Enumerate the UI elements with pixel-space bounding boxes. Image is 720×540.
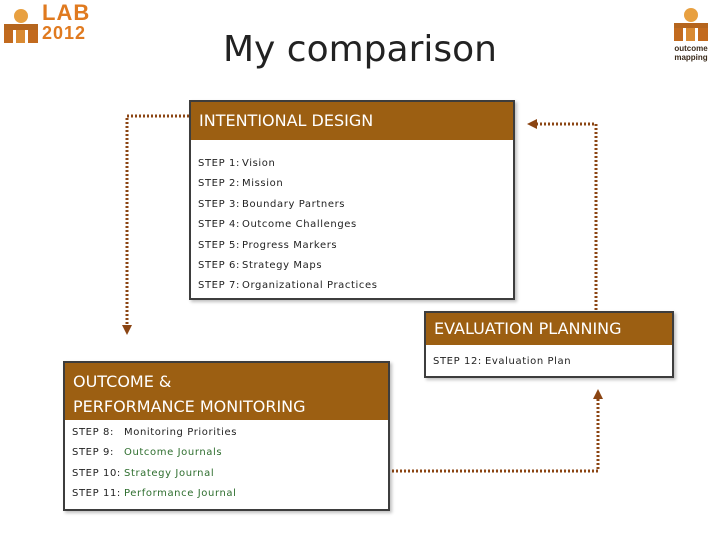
page-title: My comparison [222, 29, 497, 70]
outcome-mapping-logo: outcome mapping [668, 6, 714, 66]
step-number: STEP 4: [198, 219, 240, 230]
arrow-design-to-monitoring [122, 114, 189, 335]
monitoring-title-line-2: PERFORMANCE MONITORING [73, 397, 306, 416]
step-number: STEP 7: [198, 280, 240, 291]
step-name: Progress Markers [242, 240, 338, 251]
step-name: Boundary Partners [242, 199, 346, 210]
lab-logo-icon [4, 9, 38, 43]
design-step-2: STEP 2:Mission [198, 178, 283, 189]
logo-lab-text: LAB [42, 0, 91, 25]
monitoring-step-10: STEP 10:Strategy Journal [72, 468, 214, 479]
intentional-design-header: INTENTIONAL DESIGN [191, 102, 513, 140]
arrow-monitoring-to-evaluation [388, 389, 603, 473]
evaluation-planning-box: EVALUATION PLANNING STEP 12:Evaluation P… [424, 311, 674, 378]
design-step-5: STEP 5:Progress Markers [198, 240, 337, 251]
monitoring-header: OUTCOME & PERFORMANCE MONITORING [65, 363, 388, 420]
step-name: Outcome Journals [124, 447, 223, 458]
step-number: STEP 8: [72, 427, 114, 438]
outcome-mapping-logo-icon [674, 8, 708, 41]
design-step-4: STEP 4:Outcome Challenges [198, 219, 356, 230]
design-step-7: STEP 7:Organizational Practices [198, 280, 377, 291]
step-name: Performance Journal [124, 488, 237, 499]
logo-year-text: 2012 [42, 23, 87, 43]
lab-2012-logo: LAB 2012 [2, 2, 102, 46]
design-step-1: STEP 1:Vision [198, 158, 275, 169]
design-step-6: STEP 6:Strategy Maps [198, 260, 322, 271]
step-name: Monitoring Priorities [124, 427, 238, 438]
step-name: Strategy Journal [124, 468, 215, 479]
logo-line-2: mapping [674, 53, 708, 62]
monitoring-box: OUTCOME & PERFORMANCE MONITORING STEP 8:… [63, 361, 390, 511]
logo-line-1: outcome [674, 44, 708, 53]
step-number: STEP 10: [72, 468, 121, 479]
step-number: STEP 2: [198, 178, 240, 189]
monitoring-step-11: STEP 11:Performance Journal [72, 488, 236, 499]
step-number: STEP 11: [72, 488, 121, 499]
step-name: Mission [242, 178, 284, 189]
evaluation-step-12: STEP 12:Evaluation Plan [433, 356, 571, 367]
intentional-design-box: INTENTIONAL DESIGN STEP 1:Vision STEP 2:… [189, 100, 515, 300]
step-name: Outcome Challenges [242, 219, 357, 230]
evaluation-planning-title: EVALUATION PLANNING [434, 319, 622, 338]
monitoring-title-line-1: OUTCOME & [73, 372, 172, 391]
step-number: STEP 5: [198, 240, 240, 251]
arrow-evaluation-to-design [527, 119, 598, 310]
step-name: Evaluation Plan [485, 356, 572, 367]
step-number: STEP 3: [198, 199, 240, 210]
monitoring-step-9: STEP 9: Outcome Journals [72, 447, 222, 458]
step-name: Organizational Practices [242, 280, 378, 291]
step-number: STEP 1: [198, 158, 240, 169]
monitoring-step-8: STEP 8: Monitoring Priorities [72, 427, 236, 438]
step-number: STEP 6: [198, 260, 240, 271]
evaluation-planning-header: EVALUATION PLANNING [426, 313, 672, 345]
logo-outcome-mapping-text: outcome mapping [668, 44, 714, 62]
step-name: Strategy Maps [242, 260, 323, 271]
step-name: Vision [242, 158, 276, 169]
design-step-3: STEP 3:Boundary Partners [198, 199, 344, 210]
step-number: STEP 12: [433, 356, 482, 367]
intentional-design-title: INTENTIONAL DESIGN [199, 111, 374, 130]
step-number: STEP 9: [72, 447, 114, 458]
